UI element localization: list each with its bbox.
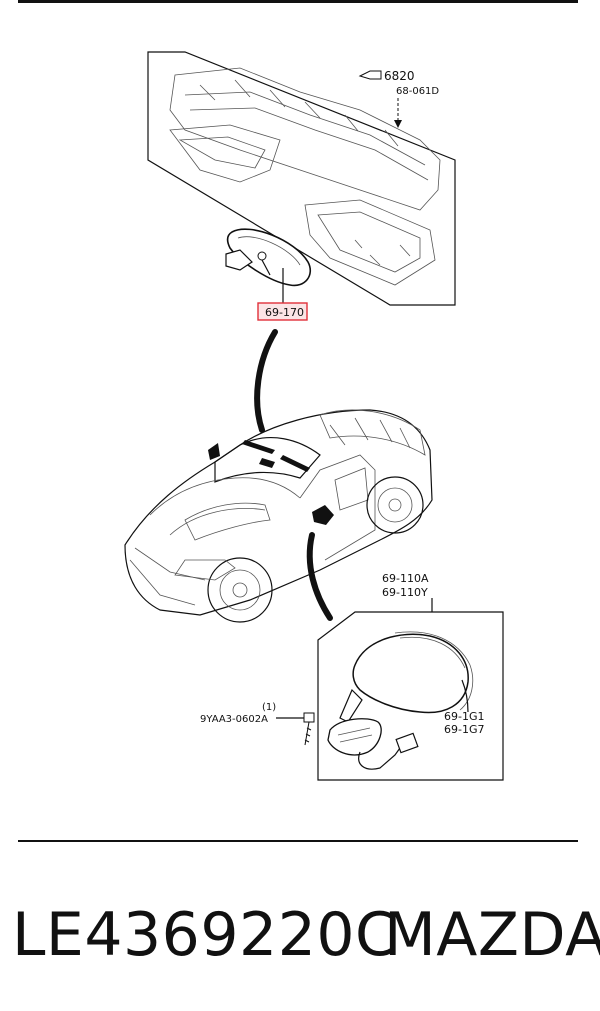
ref-6820-callout: 6820 68-061D [358,69,439,128]
roof-panel-sketch [169,67,441,286]
ref-6820-label: 6820 [384,69,415,83]
pointer-arc-top [254,329,278,433]
screw-qty-label: (1) [262,702,276,713]
right-side-mirror-mark [312,505,334,525]
ref-68-061d-label: 68-061D [396,86,439,97]
part-69-1g7-label: 69-1G7 [444,723,485,736]
part-69-110a-label: 69-110A [382,572,429,585]
book-reference-icon [358,70,382,80]
footer-brand: MAZDA [384,900,600,970]
left-side-mirror-mark [208,443,220,460]
interior-mirror [225,228,312,287]
part-69-110y-label: 69-110Y [382,586,428,599]
pointer-arc-bottom [306,532,333,621]
screw-icon [303,712,315,746]
door-mirror-inset: 69-110A 69-110Y 69-1G1 69-1G7 (1) 9YAA3-… [200,572,504,781]
part-69-1g1-label: 69-1G1 [444,710,485,723]
car-illustration [124,409,433,623]
bottom-rule [18,840,578,842]
top-rule [18,0,578,3]
part-69-170-callout: 69-170 [257,268,308,321]
roof-mirror-mark [242,440,275,454]
part-69-170-label: 69-170 [265,306,304,319]
screw-part-label: 9YAA3-0602A [200,714,268,725]
highlight-box [257,302,308,321]
footer-part-number: LE4369220C [12,900,397,970]
roof-inset: 6820 68-061D 69-170 [147,51,456,321]
